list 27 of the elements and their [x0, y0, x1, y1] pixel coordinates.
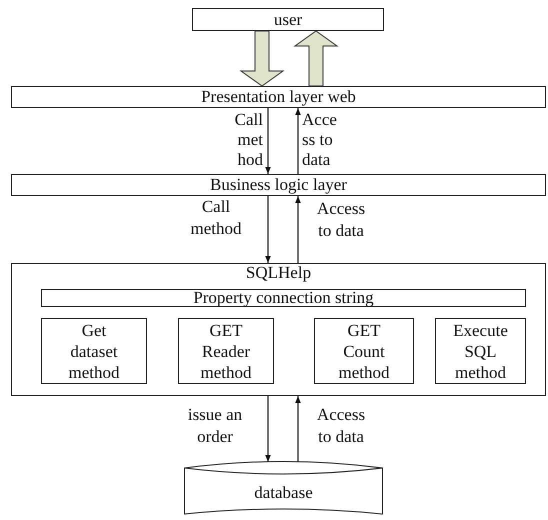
layer-box	[11, 174, 546, 196]
box-label: Execute SQL method	[452, 320, 509, 382]
arrow	[295, 396, 301, 462]
property-box	[41, 289, 526, 307]
box-label: GET Reader method	[200, 320, 252, 382]
arrow	[265, 396, 271, 462]
box-label: Get dataset method	[68, 320, 120, 382]
block-arrow	[293, 30, 339, 86]
module-title: SQLHelp	[246, 263, 312, 283]
method-box	[435, 318, 526, 384]
box-label: GET Count method	[338, 320, 390, 382]
block-arrow	[239, 30, 285, 87]
arrow	[295, 196, 301, 263]
arrow	[265, 196, 271, 263]
box-label: Presentation layer web	[201, 87, 356, 107]
box-label: database	[254, 482, 313, 502]
method-box	[314, 318, 414, 384]
box-label: user	[274, 10, 302, 30]
layer-box	[192, 8, 384, 31]
arrow	[265, 108, 271, 174]
method-box	[178, 318, 274, 384]
method-box	[41, 318, 147, 384]
box-label: Business logic layer	[210, 175, 347, 195]
arrow	[295, 108, 301, 174]
layer-box	[11, 86, 546, 108]
module-box	[11, 263, 546, 396]
box-label: Property connection string	[193, 288, 374, 308]
